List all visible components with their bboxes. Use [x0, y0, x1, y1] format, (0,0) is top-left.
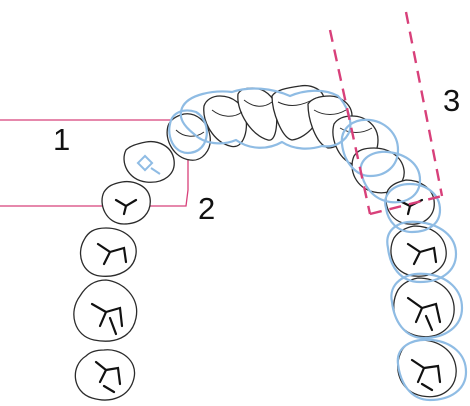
tooth-premolar-l2	[101, 180, 151, 225]
guide-line-left	[328, 29, 372, 215]
aligner-molar-r1	[386, 220, 458, 284]
aligner-front	[179, 87, 352, 150]
groove-l3	[94, 360, 122, 394]
attachment-stem	[150, 167, 161, 175]
tooth-premolar-r2	[385, 179, 435, 225]
aligner-premolar-r1	[359, 150, 422, 204]
groove-pl2	[114, 198, 138, 216]
diamond-attachment-icon	[136, 154, 154, 172]
groove-l1	[96, 242, 128, 266]
pointer-line-1	[0, 119, 187, 131]
attachment-marker	[136, 154, 161, 175]
label-2: 2	[198, 191, 216, 226]
aligner-molar-r3	[396, 338, 468, 402]
aligner-canine-r	[340, 118, 400, 178]
guide-line-base	[369, 194, 443, 216]
aligner-premolar-r2	[384, 182, 442, 234]
guide-line-right	[404, 11, 444, 197]
aligner-overlay	[168, 87, 468, 402]
groove-r3	[410, 358, 442, 392]
incisal-ridges	[175, 97, 373, 137]
occlusal-grooves	[90, 198, 442, 394]
tooth-molar-l3	[74, 349, 136, 401]
pointer-line-2	[0, 140, 189, 207]
label-3: 3	[443, 83, 461, 118]
groove-r1	[406, 242, 438, 266]
groove-r2	[406, 296, 442, 332]
label-1: 1	[53, 122, 71, 157]
aligner-canine-l	[168, 109, 208, 154]
groove-l2	[90, 302, 124, 336]
aligner-molar-r2	[390, 272, 464, 340]
guide-lines	[328, 11, 444, 216]
